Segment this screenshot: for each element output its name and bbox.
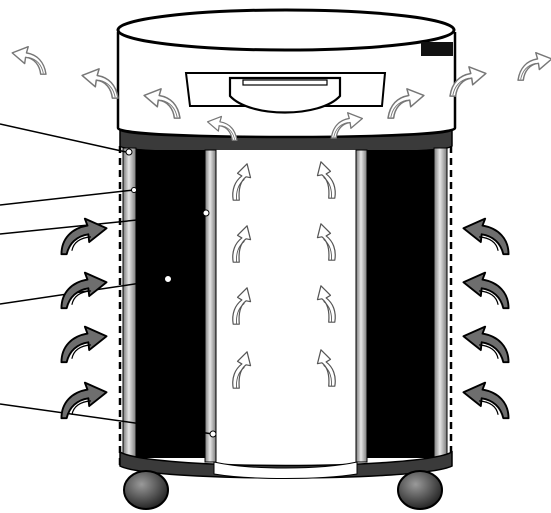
- right-outer-rail: [433, 147, 448, 461]
- outline-exhaust-arrow-icon: [11, 45, 47, 75]
- left-intake-arrows: [60, 217, 108, 420]
- callout-line-2: [0, 189, 135, 206]
- left-inner-rail: [204, 149, 217, 463]
- intake-arrow-icon: [60, 381, 108, 420]
- callout-dot-icon: [164, 275, 172, 283]
- right-inner-rail: [355, 149, 368, 463]
- left-outer-rail: [122, 147, 137, 461]
- outline-exhaust-arrow-icon: [81, 68, 119, 99]
- right-intake-arrows: [462, 217, 510, 420]
- right-filter-media: [357, 150, 437, 458]
- intake-arrow-icon: [462, 217, 510, 256]
- intake-arrow-icon: [60, 271, 108, 310]
- intake-arrow-icon: [462, 271, 510, 310]
- unit-top-cap: [116, 8, 457, 139]
- intake-arrow-icon: [462, 381, 510, 420]
- unit-body: [118, 129, 453, 479]
- outline-exhaust-arrow-icon: [517, 51, 551, 81]
- callout-dot-icon: [131, 187, 137, 193]
- lower-band: [119, 450, 453, 479]
- left-filter-media: [134, 150, 214, 458]
- callout-dot-icon: [202, 209, 210, 217]
- callout-dots: [125, 148, 217, 438]
- callout-line-5: [0, 403, 214, 435]
- caster-wheel-icon: [397, 470, 443, 510]
- lid: [116, 8, 456, 52]
- intake-arrow-icon: [462, 325, 510, 364]
- intake-arrow-icon: [60, 325, 108, 364]
- lid-badge: [421, 42, 453, 56]
- callout-line-1: [0, 123, 127, 153]
- callout-dot-icon: [209, 430, 217, 438]
- callout-line-3: [0, 212, 207, 235]
- callout-dot-icon: [125, 148, 133, 156]
- caster-wheel-icon: [123, 470, 169, 510]
